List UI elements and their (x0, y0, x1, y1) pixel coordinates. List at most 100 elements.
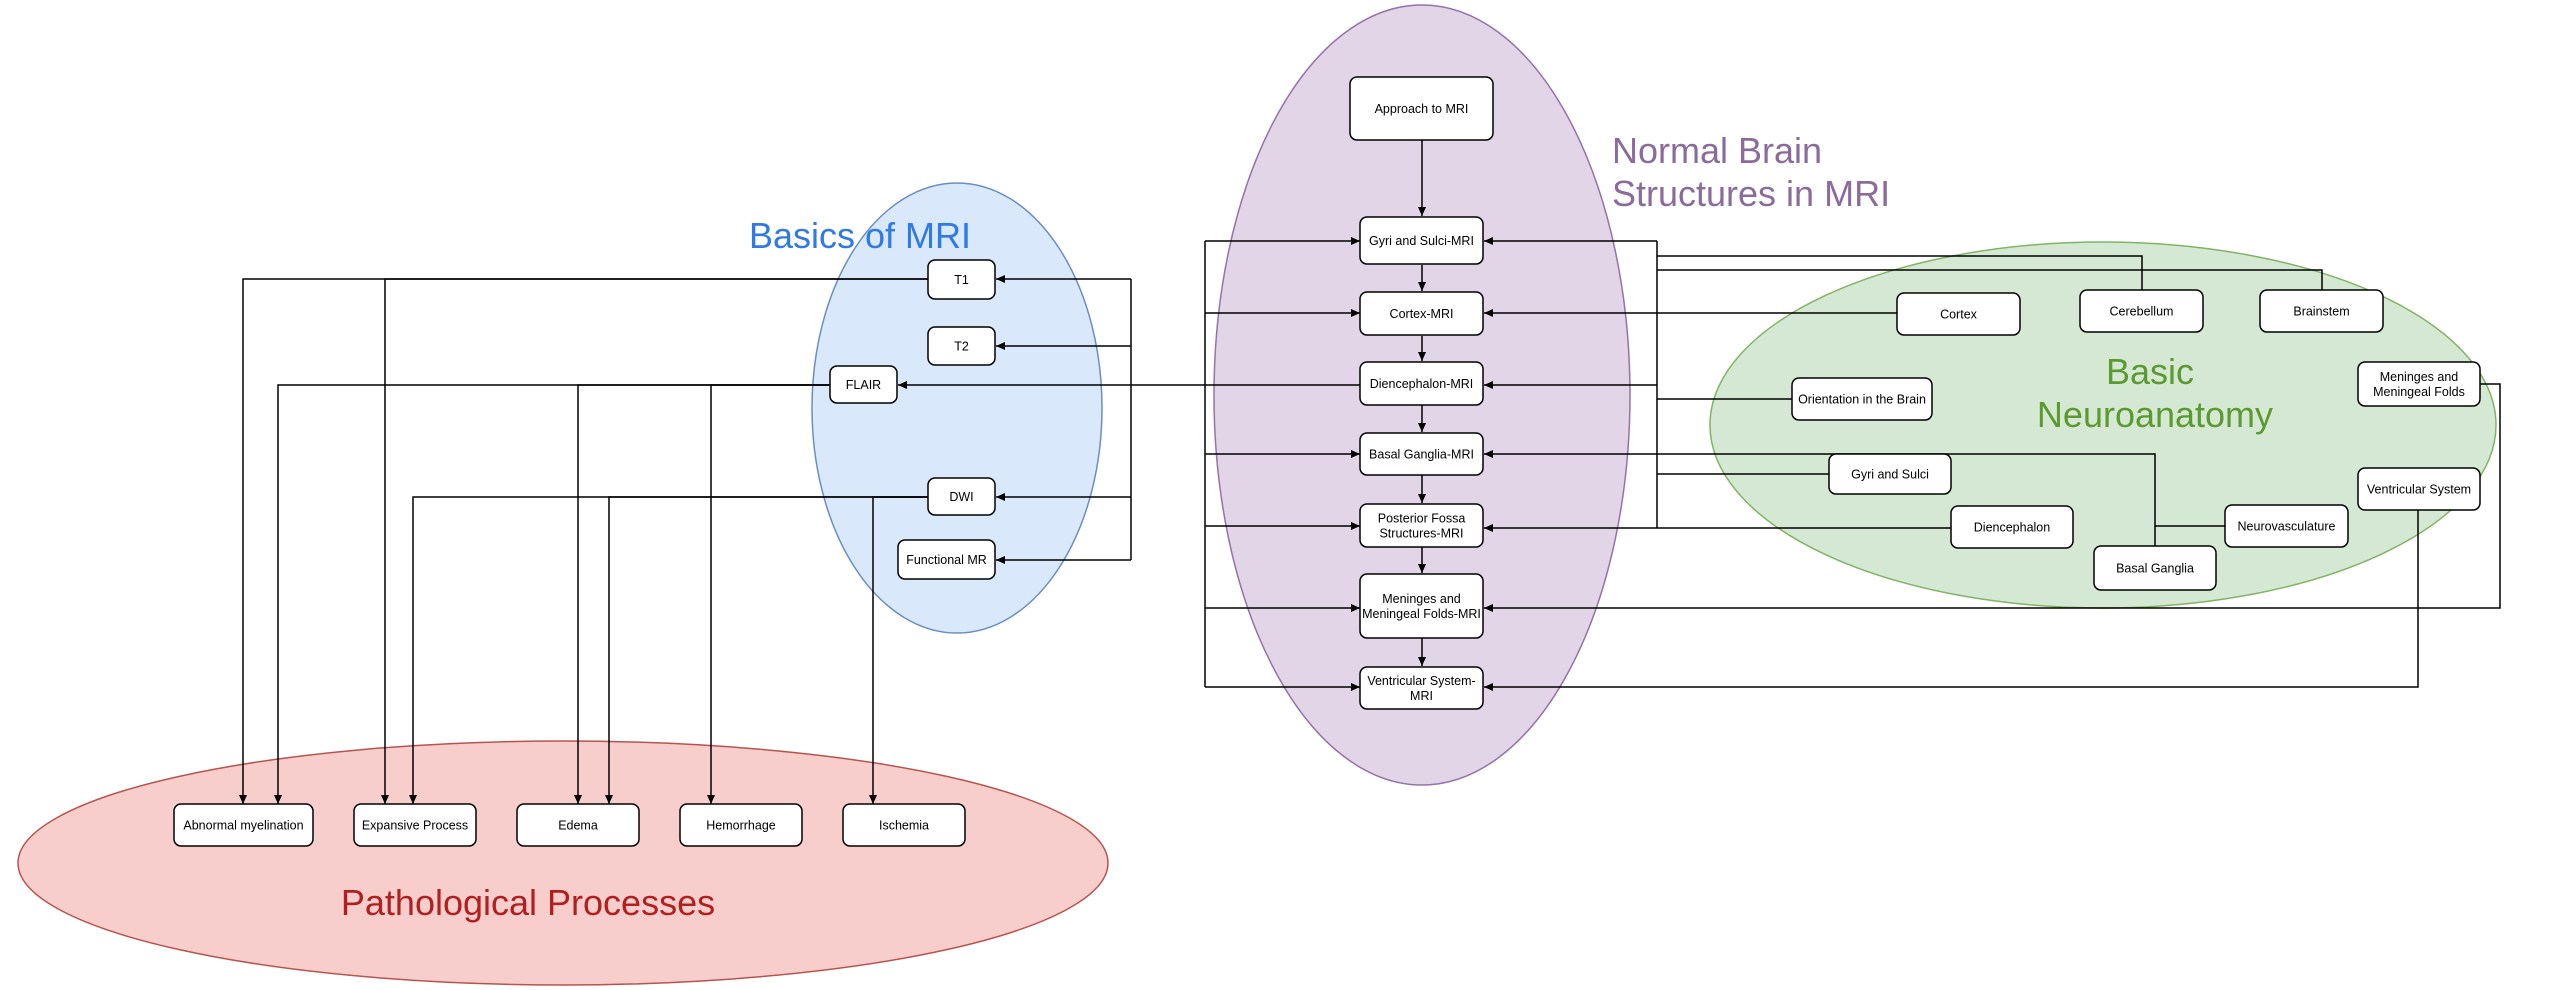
node-gyri[interactable]: Gyri and Sulci (1828, 453, 1952, 495)
node-box (2093, 545, 2217, 591)
node-exp[interactable]: Expansive Process (353, 803, 477, 847)
node-box (516, 803, 640, 847)
node-label: Ventricular System- (1367, 674, 1475, 688)
node-edema[interactable]: Edema (516, 803, 640, 847)
pathological-processes-title: Pathological Processes (341, 882, 715, 923)
node-box (1359, 573, 1484, 639)
normal-brain-title: Normal Brain Structures in MRI (1612, 130, 1890, 214)
basic-neuroanatomy-title: Basic Neuroanatomy (2037, 351, 2273, 435)
node-vent[interactable]: Ventricular System (2357, 467, 2481, 511)
node-label: Orientation in the Brain (1798, 393, 1926, 407)
node-dien-mri[interactable]: Diencephalon-MRI (1359, 361, 1484, 406)
node-dien[interactable]: Diencephalon (1950, 505, 2074, 549)
node-label: Basal Ganglia (2116, 562, 2194, 576)
node-box (1828, 453, 1952, 495)
node-label: Cerebellum (2110, 305, 2174, 319)
node-label: Meninges and (2380, 370, 2459, 384)
node-neurovasc[interactable]: Neurovasculature (2224, 504, 2349, 548)
edge-dwi-isch (869, 496, 928, 804)
node-cerebellum[interactable]: Cerebellum (2079, 289, 2204, 333)
node-label: Gyri and Sulci (1851, 468, 1929, 482)
node-cortex-mri[interactable]: Cortex-MRI (1359, 291, 1484, 336)
node-label: Meningeal Folds (2373, 385, 2465, 399)
nodes: Approach to MRI Gyri and Sulci-MRI Cortex-… (173, 76, 2481, 847)
node-box (1950, 505, 2074, 549)
node-label: Cortex-MRI (1390, 307, 1454, 321)
node-label: Cortex (1940, 308, 1978, 322)
node-label: Basal Ganglia-MRI (1369, 448, 1474, 462)
node-label: Ventricular System (2367, 483, 2471, 497)
basics-of-mri-title: Basics of MRI (749, 215, 971, 256)
node-label: Functional MR (906, 553, 987, 567)
node-fmr[interactable]: Functional MR (897, 539, 996, 580)
node-label: Posterior Fossa (1378, 512, 1466, 526)
node-abn[interactable]: Abnormal myelination (173, 803, 314, 847)
edge-flair-hem (707, 384, 830, 804)
node-label: Expansive Process (362, 819, 468, 833)
node-label: Diencephalon (1974, 521, 2050, 535)
node-box (927, 259, 996, 300)
node-label: Meninges and (1382, 592, 1461, 606)
node-label: DWI (949, 490, 973, 504)
edge-vent-link (1484, 510, 2419, 691)
node-label: Ischemia (879, 819, 929, 833)
node-box (1359, 503, 1484, 548)
node-t1[interactable]: T1 (927, 259, 996, 300)
node-label: T1 (954, 273, 969, 287)
node-box (1349, 76, 1494, 141)
node-label: Edema (558, 819, 598, 833)
node-isch[interactable]: Ischemia (842, 803, 966, 847)
node-label: Structures-MRI (1379, 527, 1463, 541)
node-box (1359, 291, 1484, 336)
node-gyri-mri[interactable]: Gyri and Sulci-MRI (1359, 216, 1484, 265)
node-box (2079, 289, 2204, 333)
node-label: Meningeal Folds-MRI (1362, 607, 1481, 621)
node-label: Brainstem (2293, 305, 2349, 319)
node-label: Neurovasculature (2238, 520, 2336, 534)
node-box (1359, 216, 1484, 265)
node-box (2357, 467, 2481, 511)
edge-dwi-edema (605, 496, 928, 804)
edge-t1-exp (381, 278, 928, 804)
node-box (353, 803, 477, 847)
node-cortex[interactable]: Cortex (1896, 292, 2021, 336)
node-box (1359, 361, 1484, 406)
edge-men-link (1484, 383, 2501, 612)
node-box (1359, 666, 1484, 710)
node-label: Hemorrhage (706, 819, 776, 833)
node-label: FLAIR (846, 378, 881, 392)
node-label: T2 (954, 340, 969, 354)
node-box (2224, 504, 2349, 548)
node-box (1359, 432, 1484, 476)
basics-of-mri-region (811, 182, 1103, 634)
node-box (679, 803, 803, 847)
node-box (927, 477, 996, 516)
node-label: Approach to MRI (1375, 102, 1469, 116)
pathological-processes-region (17, 740, 1109, 986)
edges (239, 140, 2501, 804)
node-box (927, 326, 996, 366)
node-orientation[interactable]: Orientation in the Brain (1791, 377, 1933, 421)
node-box (173, 803, 314, 847)
node-box (842, 803, 966, 847)
edge-cerebellum-bus (1657, 255, 2143, 290)
node-box (897, 539, 996, 580)
node-basal-mri[interactable]: Basal Ganglia-MRI (1359, 432, 1484, 476)
node-basal[interactable]: Basal Ganglia (2093, 545, 2217, 591)
node-label: MRI (1410, 689, 1433, 703)
node-box (2259, 289, 2384, 333)
node-hem[interactable]: Hemorrhage (679, 803, 803, 847)
node-box (1791, 377, 1933, 421)
node-dwi[interactable]: DWI (927, 477, 996, 516)
edge-brainstem-bus (1657, 269, 2323, 290)
node-t2[interactable]: T2 (927, 326, 996, 366)
node-box (2357, 361, 2481, 407)
node-label: Diencephalon-MRI (1370, 377, 1474, 391)
node-brainstem[interactable]: Brainstem (2259, 289, 2384, 333)
node-flair[interactable]: FLAIR (829, 365, 898, 404)
node-vent-mri[interactable]: Ventricular System-MRI (1359, 666, 1484, 710)
node-approach[interactable]: Approach to MRI (1349, 76, 1494, 141)
